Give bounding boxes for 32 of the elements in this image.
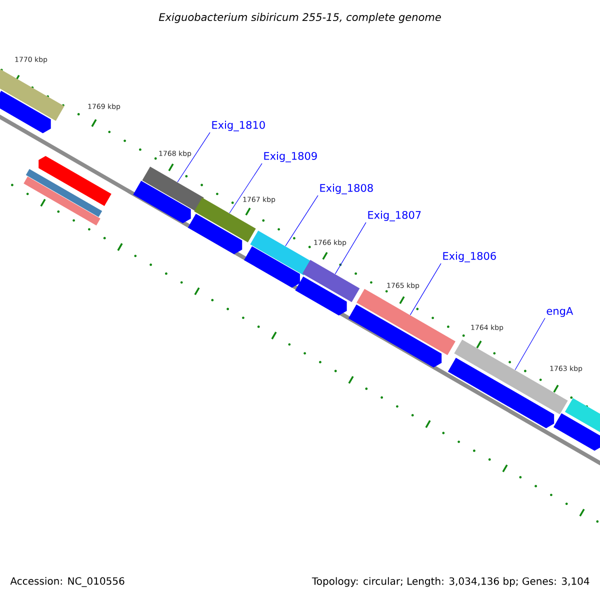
title: Exiguobacterium sibiricum 255-15, complete genome: [158, 12, 441, 24]
leader-line: [285, 195, 318, 246]
gene-bar: [26, 168, 102, 218]
gene-bar: [302, 260, 360, 302]
gene-bar: [0, 69, 64, 121]
gene-label: Exig_1807: [368, 210, 421, 222]
leader-line: [514, 318, 546, 370]
accession-text: Accession: NC_010556: [10, 577, 124, 587]
gene-feature: [348, 304, 442, 368]
gene-bar: [250, 230, 312, 276]
leader-line: [177, 132, 210, 182]
gene-feature: [295, 276, 347, 316]
leader-line: [334, 222, 366, 274]
gene-label: Exig_1809: [264, 152, 317, 162]
leader-line: [410, 263, 442, 316]
gene-bar: [356, 288, 456, 356]
gene-feature: [554, 413, 600, 451]
gene-feature: [0, 90, 51, 134]
gene-bar: [142, 166, 204, 212]
gene-bar: [454, 340, 568, 414]
gene-feature: [133, 180, 191, 224]
gene-label: Exig_1810: [212, 120, 265, 132]
gene-bar: [564, 398, 600, 434]
gene-label: Exig_1806: [443, 252, 496, 262]
gene-bar: [24, 176, 100, 226]
gene-feature: [38, 156, 112, 206]
gene-label: engA: [546, 307, 574, 317]
leader-line: [229, 163, 262, 214]
gene-label: Exig_1808: [320, 184, 373, 194]
genome-info-text: Topology: circular; Length: 3,034,136 bp; Genes: 3,104: [312, 577, 590, 587]
gene-feature: [188, 214, 242, 254]
gene-feature: [244, 246, 300, 288]
